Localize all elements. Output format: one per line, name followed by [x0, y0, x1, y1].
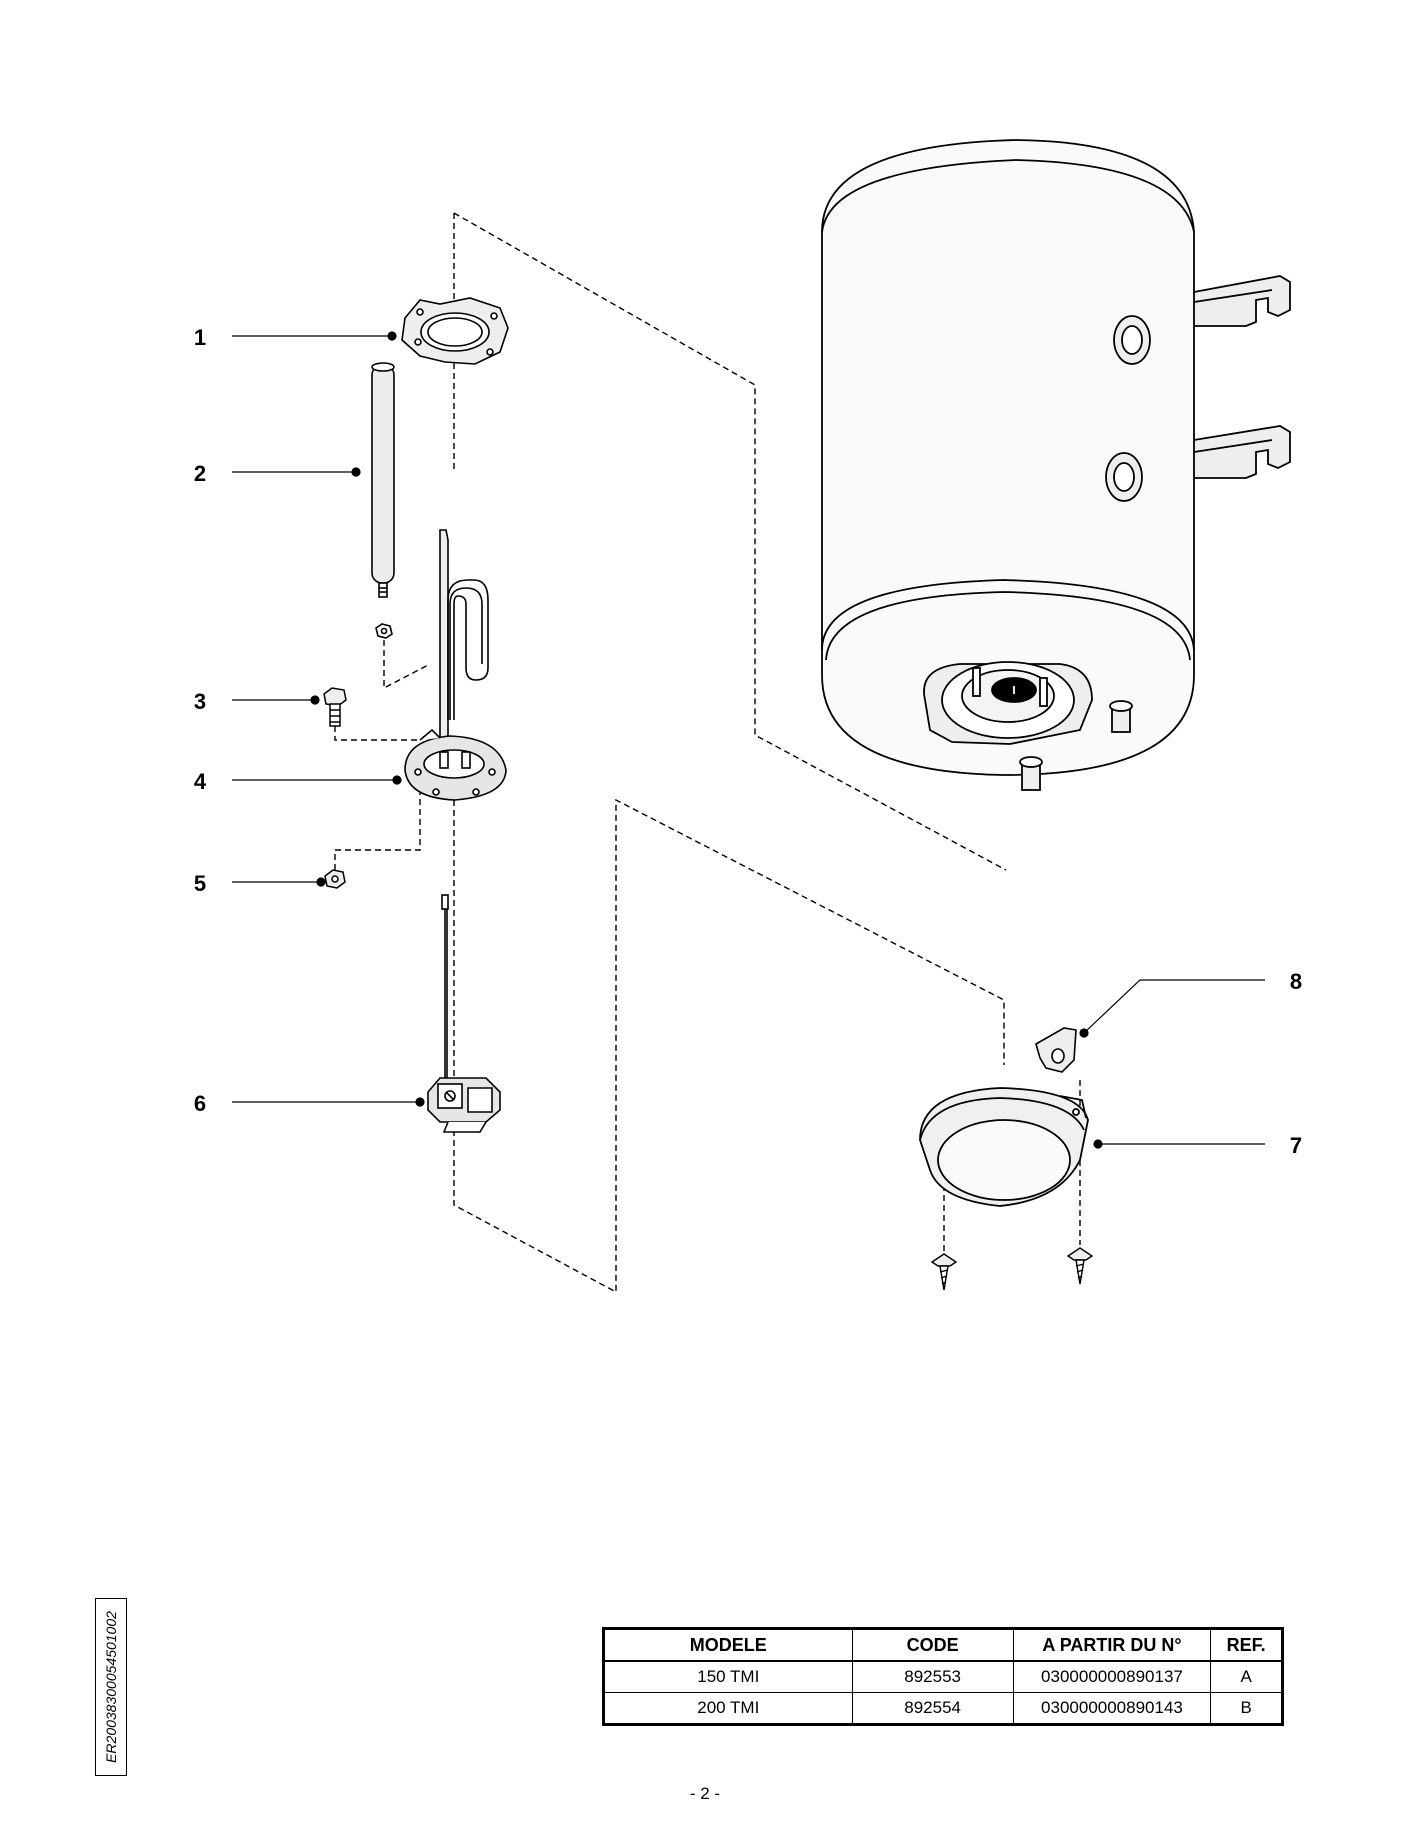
- callout-4: 4: [194, 769, 207, 794]
- callout-numbers: 1 2 3 4 5 6 7 8: [194, 325, 1302, 1158]
- callout-3: 3: [194, 689, 206, 714]
- anode-rod-part: [371, 362, 395, 639]
- cell-modele: 150 TMI: [603, 1660, 853, 1693]
- callout-8: 8: [1290, 969, 1302, 994]
- cell-code: 892554: [851, 1692, 1014, 1725]
- model-reference-table: MODELE CODE A PARTIR DU N° REF. 150 TMI …: [602, 1627, 1284, 1726]
- bottom-cover-part: [919, 1087, 1089, 1207]
- page-number: - 2 -: [689, 1784, 721, 1803]
- bolt-part: [323, 687, 347, 727]
- callout-7: 7: [1290, 1133, 1302, 1158]
- header-ref: REF.: [1210, 1628, 1283, 1662]
- cover-screws: [930, 1247, 1094, 1291]
- table-row: 150 TMI 892553 030000000890137 A: [603, 1660, 1283, 1693]
- callout-2: 2: [194, 461, 206, 486]
- document-reference-code-box: ER20038300054501002: [95, 1598, 127, 1776]
- water-heater-tank: [821, 139, 1291, 791]
- table-header-row: MODELE CODE A PARTIR DU N° REF.: [603, 1628, 1283, 1662]
- callout-6: 6: [194, 1091, 206, 1116]
- table-row: 200 TMI 892554 030000000890143 B: [603, 1692, 1283, 1725]
- callout-5: 5: [194, 871, 206, 896]
- heating-element-part: [404, 529, 507, 801]
- cell-ref: B: [1210, 1692, 1283, 1725]
- header-a-partir-du-n: A PARTIR DU N°: [1012, 1628, 1212, 1662]
- nut-part: [324, 869, 346, 889]
- cell-serial-from: 030000000890143: [1012, 1692, 1212, 1725]
- flange-gasket-part: [401, 297, 509, 365]
- cell-ref: A: [1210, 1660, 1283, 1693]
- header-modele: MODELE: [603, 1628, 853, 1662]
- cell-modele: 200 TMI: [603, 1692, 853, 1725]
- cell-serial-from: 030000000890137: [1012, 1660, 1212, 1693]
- header-code: CODE: [851, 1628, 1014, 1662]
- cell-code: 892553: [851, 1660, 1014, 1693]
- callout-1: 1: [194, 325, 206, 350]
- leader-lines: [232, 331, 1265, 1149]
- thermostat-part: [427, 894, 501, 1133]
- document-reference-code: ER20038300054501002: [103, 1611, 119, 1763]
- clip-part: [1035, 1027, 1077, 1073]
